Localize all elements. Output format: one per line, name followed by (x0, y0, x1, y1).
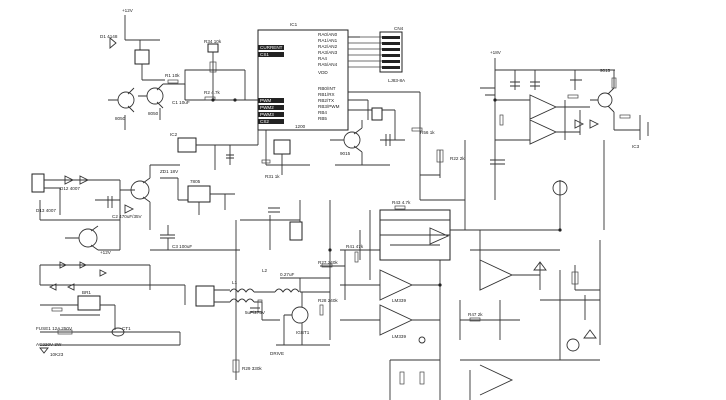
ic1-part: 1200 (295, 124, 306, 129)
r11-label: R1 10k (165, 73, 180, 78)
opamp-b (529, 119, 558, 145)
c15-label: 0.27uF (280, 272, 294, 277)
varistor-label: 10K23 (50, 352, 64, 357)
v18-label: +18V (490, 50, 502, 55)
drive-label: DRIVE (270, 351, 284, 356)
ic1-pin-r10: RB3/PWM (318, 104, 340, 109)
ic1-pin-r12: RB5 (318, 116, 327, 121)
coil-igbt-section: L1 5uF/275V L2 0.27uF IGBT1 DRIVE R27 24… (195, 220, 346, 380)
right-top-section: +18V IC3 9015 (480, 50, 649, 200)
d12-label: D12 4007 (60, 186, 80, 191)
igbt-icon (291, 306, 309, 324)
ic1-pin-r9: RB2/TX (318, 98, 334, 103)
ic1-pin-r2: RA2/AN2 (318, 44, 338, 49)
ic1-pin-cs1: CS1 (260, 52, 269, 57)
buzzer-section: R34 10k (204, 39, 222, 102)
r28-label: R28 240k (318, 298, 338, 303)
ic1-pin-cs2: CS2 (260, 119, 269, 124)
v12-label: +12V (122, 8, 134, 13)
c2-label: C2 470uF/35V (112, 214, 143, 219)
l2-label: L2 (262, 268, 268, 273)
d1-label: D1 4148 (100, 34, 118, 39)
ic1-chip: IC1 1200 CURRENT CS1 PWM PWM2 PWM3 CS2 R… (257, 22, 349, 131)
power-input-section: BR1 FUSE1 12A 250V AC220V 3W 10K23 CT1 (36, 261, 186, 357)
comparator-b (379, 304, 414, 336)
ac-in-label: AC220V 3W (36, 342, 62, 347)
c3-label: C3 100uF (172, 244, 192, 249)
ic1-pin-current: CURRENT (260, 45, 283, 50)
r29-label: R29 330k (242, 366, 262, 371)
r41-label: R41 47k (346, 244, 364, 249)
c-label: C1 10uF (172, 100, 190, 105)
fuse-label: FUSE1 12A 250V (36, 326, 73, 331)
comparator-a (379, 269, 414, 301)
ic1-pin-pwm2: PWM2 (260, 105, 274, 110)
zd-label: ZD1 18V (160, 169, 179, 174)
q2-label: 8050 (148, 111, 159, 116)
q-right-label: 9015 (600, 68, 611, 73)
d13-label: D13 4007 (36, 208, 56, 213)
comparator-section: LM339 LM339 R43 4.7k R41 47k (240, 200, 451, 380)
ic1-pin-pwm: PWM (260, 98, 271, 103)
ic1-pin-r1: RA1/AN1 (318, 38, 338, 43)
right-comparator-section: R47 2k (389, 229, 601, 400)
igbt-label: IGBT1 (296, 330, 310, 335)
c14-label: 5uF/275V (245, 310, 266, 315)
bridge-rectifier (77, 295, 101, 311)
q1-label: 8050 (115, 116, 126, 121)
ic1-pin-r11: RB4 (318, 110, 327, 115)
ic1-pin-r6: VDD (318, 70, 328, 75)
r43-label: R43 4.7k (392, 200, 411, 205)
ic1-pin-r4: RA4 (318, 56, 327, 61)
opamp-a (529, 94, 558, 120)
regulator-section: IC2 R31 1k (170, 130, 310, 179)
u1-label: 7805 (190, 179, 201, 184)
connector-cn3 (31, 173, 45, 193)
connector-cn4: CN4 LJ83-8A (348, 26, 406, 83)
l1-label: L1 (232, 280, 238, 285)
ic1-pin-r3: RA3/AN3 (318, 50, 338, 55)
ic1-pin-r7: RB0/INT (318, 86, 336, 91)
r31-label: R31 1k (265, 174, 280, 179)
ic1-pin-r5: RA5/AN4 (318, 62, 338, 67)
ic1-pin-pwm3: PWM3 (260, 112, 274, 117)
r27-label: R27 240k (318, 260, 338, 265)
comparator-c (479, 259, 514, 291)
buzzer-text: R34 10k (204, 39, 222, 44)
lm339-b-label: LM339 (392, 334, 406, 339)
coil-icon (229, 288, 255, 303)
oscillator-section: 9015 (330, 91, 421, 200)
r2-label: R2 4.7k (204, 90, 221, 95)
ic1-pin-r8: RB1/RX (318, 92, 335, 97)
r47-label: R47 2k (468, 312, 483, 317)
ic1-pin-r0: RA0/AN0 (318, 32, 338, 37)
r56-label: R56 1k (420, 130, 435, 135)
buzzer-icon (207, 43, 219, 53)
q3-label: 9015 (340, 151, 351, 156)
cn-right-label: IC3 (632, 144, 640, 149)
lm339-a-label: LM339 (392, 298, 406, 303)
ic2-label: IC2 (170, 132, 178, 137)
cn4-name: CN4 (394, 26, 404, 31)
rectifier-section: D12 4007 D13 4007 +12V C2 470uF/35V ZD1 … (31, 164, 240, 255)
right-long-wires: R22 2k R56 1k (411, 127, 605, 230)
ac-block (195, 285, 215, 307)
bridge-label: BR1 (82, 290, 91, 295)
r22-label: R22 2k (450, 156, 465, 161)
left-top-section: +12V D1 4148 8050 8050 R1 10k C1 10uF R2… (100, 8, 235, 130)
cn4-part: LJ83-8A (388, 78, 406, 83)
link-wires (184, 36, 360, 101)
v12-bottom-label: +12V (100, 250, 112, 255)
ic1-name: IC1 (290, 22, 298, 27)
ct-label: CT1 (122, 326, 131, 331)
